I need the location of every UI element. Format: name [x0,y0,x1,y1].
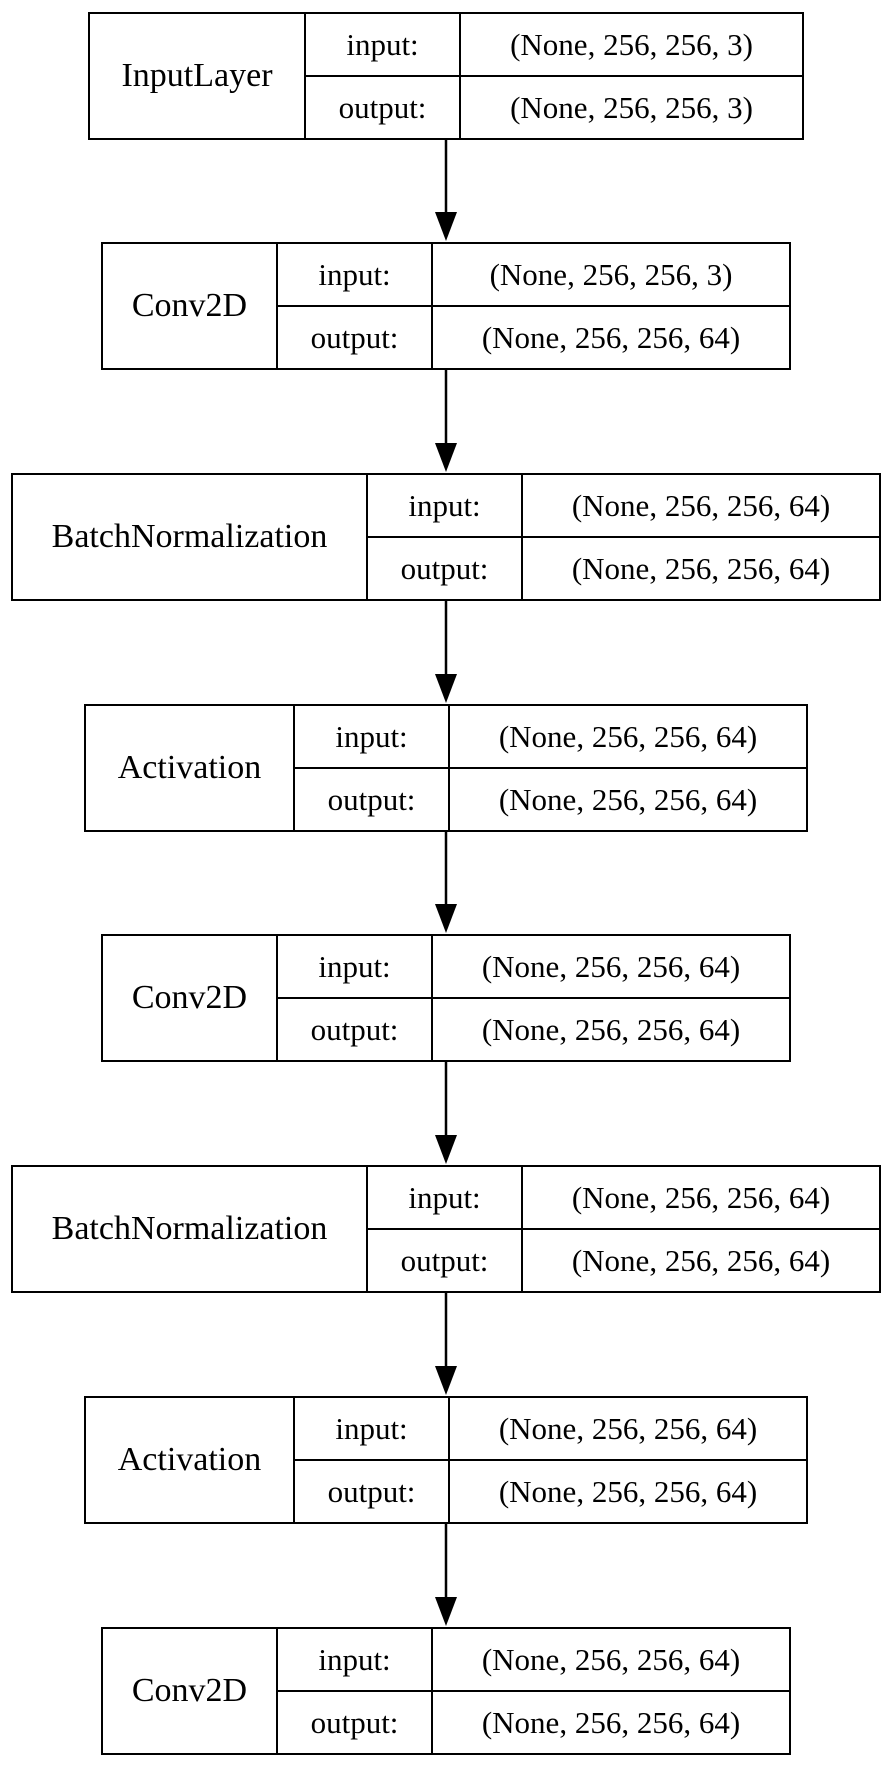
arrowhead-icon [435,443,457,472]
output-label: output: [338,89,427,125]
output-label: output: [310,1704,399,1740]
input-label: input: [306,14,459,77]
input-label: input: [278,936,431,999]
layer-name: Activation [86,706,295,830]
input-shape: (None, 256, 256, 64) [450,1398,806,1461]
layer-name: Conv2D [103,244,278,368]
layer-node-batchnormalization-1: BatchNormalization input: output: (None,… [11,473,881,601]
output-label: output: [310,319,399,355]
layer-name: BatchNormalization [13,1167,368,1291]
arrowhead-icon [435,674,457,703]
layer-node-conv2d-1: Conv2D input: output: (None, 256, 256, 3… [101,242,791,370]
output-shape: (None, 256, 256, 64) [571,1242,831,1278]
output-shape: (None, 256, 256, 64) [481,1011,741,1047]
input-label: input: [278,244,431,307]
arrowhead-icon [435,1366,457,1395]
output-shape: (None, 256, 256, 64) [481,1704,741,1740]
output-shape: (None, 256, 256, 64) [498,781,758,817]
arrowhead-icon [435,1135,457,1164]
layer-name: Activation [86,1398,295,1522]
input-label: input: [278,1629,431,1692]
input-shape: (None, 256, 256, 3) [433,244,789,307]
input-shape: (None, 256, 256, 64) [433,936,789,999]
layer-node-activation-2: Activation input: output: (None, 256, 25… [84,1396,808,1524]
arrowhead-icon [435,904,457,933]
layer-node-conv2d-2: Conv2D input: output: (None, 256, 256, 6… [101,934,791,1062]
arrowhead-icon [435,212,457,241]
arrowhead-icon [435,1597,457,1626]
output-shape: (None, 256, 256, 64) [498,1473,758,1509]
output-label: output: [327,781,416,817]
layer-node-inputlayer: InputLayer input: output: (None, 256, 25… [88,12,804,140]
input-shape: (None, 256, 256, 64) [433,1629,789,1692]
output-shape: (None, 256, 256, 64) [571,550,831,586]
input-label: input: [368,475,521,538]
input-label: input: [295,706,448,769]
output-shape: (None, 256, 256, 64) [481,319,741,355]
output-label: output: [400,1242,489,1278]
input-label: input: [295,1398,448,1461]
input-shape: (None, 256, 256, 3) [461,14,802,77]
output-label: output: [400,550,489,586]
output-label: output: [310,1011,399,1047]
input-shape: (None, 256, 256, 64) [523,1167,879,1230]
input-label: input: [368,1167,521,1230]
layer-name: InputLayer [90,14,306,138]
layer-name: Conv2D [103,936,278,1060]
input-shape: (None, 256, 256, 64) [523,475,879,538]
input-shape: (None, 256, 256, 64) [450,706,806,769]
output-label: output: [327,1473,416,1509]
layer-name: Conv2D [103,1629,278,1753]
layer-name: BatchNormalization [13,475,368,599]
layer-node-activation-1: Activation input: output: (None, 256, 25… [84,704,808,832]
output-shape: (None, 256, 256, 3) [510,89,753,125]
layer-node-conv2d-3: Conv2D input: output: (None, 256, 256, 6… [101,1627,791,1755]
layer-node-batchnormalization-2: BatchNormalization input: output: (None,… [11,1165,881,1293]
